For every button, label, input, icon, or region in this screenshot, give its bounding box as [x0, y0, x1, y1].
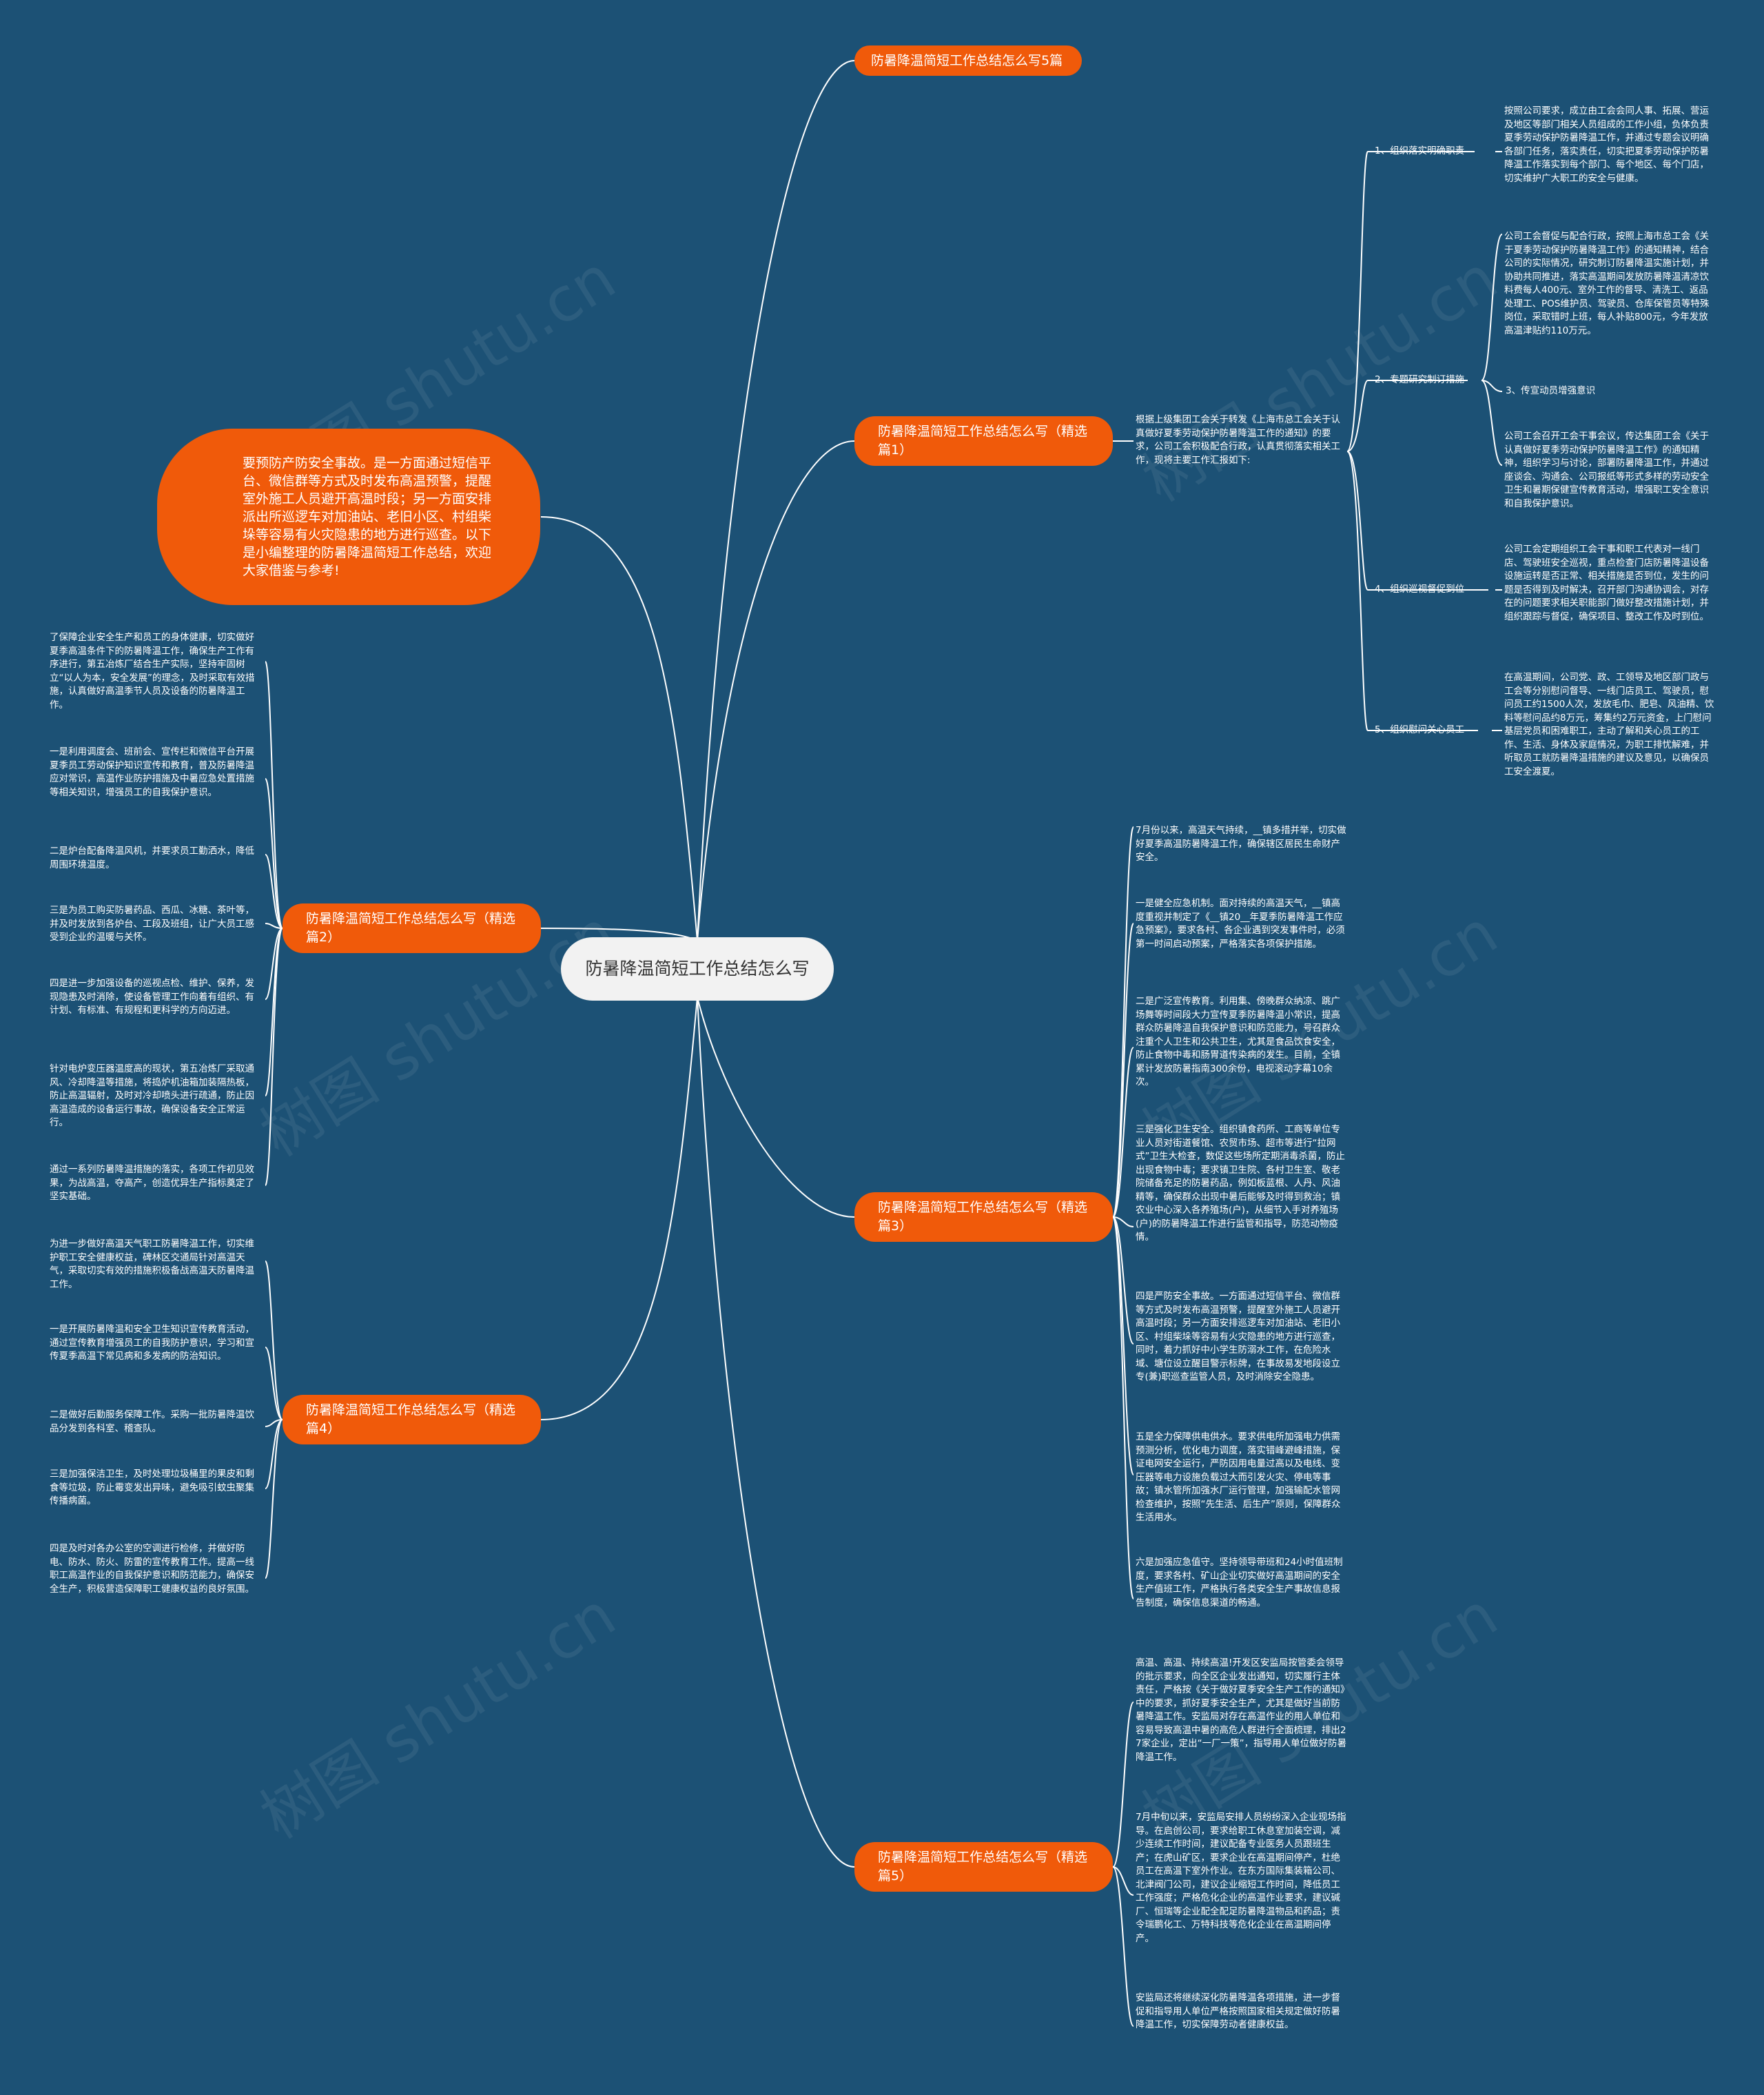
- link-center-b2: [540, 928, 698, 941]
- branch-4-label: 防暑降温简短工作总结怎么写（精选篇4）: [306, 1402, 516, 1436]
- b2-item: 四是进一步加强设备的巡视点检、维护、保养，发现隐患及时消除，使设备管理工作向着有…: [50, 978, 254, 1016]
- link-center-title: [697, 60, 855, 941]
- title-label: 防暑降温简短工作总结怎么写5篇: [871, 52, 1063, 68]
- b4-item: 一是开展防暑降温和安全卫生知识宣传教育活动，通过宣传教育增强员工的自我防护意识，…: [50, 1324, 254, 1362]
- b4-item: 四是及时对各办公室的空调进行检修，并做好防电、防水、防火、防雷的宣传教育工作。提…: [50, 1543, 254, 1595]
- b5-item: 安监局还将继续深化防暑降温各项措施，进一步督促和指导用人单位严格按照国家相关规定…: [1136, 1992, 1340, 2030]
- branch-1[interactable]: 防暑降温简短工作总结怎么写（精选篇1）: [854, 416, 1113, 466]
- b5-item: 7月中旬以来，安监局安排人员纷纷深入企业现场指导。在启创公司，要求给职工休息室加…: [1136, 1812, 1346, 1944]
- b2-item: 了保障企业安全生产和员工的身体健康，切实做好夏季高温条件下的防暑降温工作，确保生…: [50, 632, 255, 711]
- b1-sub-1-text: 按照公司要求，成立由工会会同人事、拓展、营运及地区等部门相关人员组成的工作小组，…: [1504, 105, 1709, 184]
- b2-item: 一是利用调度会、班前会、宣传栏和微信平台开展夏季员工劳动保护知识宣传和教育，普及…: [50, 746, 254, 798]
- branch-2-label: 防暑降温简短工作总结怎么写（精选篇2）: [306, 911, 516, 945]
- link-center-b1: [697, 440, 855, 941]
- b1-sub-3[interactable]: 3、传宣动员增强意识: [1506, 385, 1596, 396]
- b1-sub-4-text: 公司工会定期组织工会干事和职工代表对一线门店、驾驶班安全巡视，重点检查门店防暑降…: [1504, 544, 1709, 622]
- branch-4[interactable]: 防暑降温简短工作总结怎么写（精选篇4）: [283, 1395, 541, 1444]
- b3-item: 二是广泛宣传教育。利用集、傍晚群众纳凉、跳广场舞等时间段大力宣传夏季防暑降温小常…: [1136, 996, 1340, 1087]
- b1-sub-1[interactable]: 1、组织落实明确职责: [1375, 145, 1465, 156]
- b2-item: 二是炉台配备降温风机，并要求员工勤洒水，降低周围环境温度。: [50, 846, 254, 870]
- intro-text: 要预防产防安全事故。是一方面通过短信平台、微信群等方式及时发布高温预警，提醒室外…: [243, 456, 492, 578]
- title-node[interactable]: 防暑降温简短工作总结怎么写5篇: [854, 45, 1082, 76]
- b3-item: 三是强化卫生安全。组织镇食药所、工商等单位专业人员对街道餐馆、农贸市场、超市等进…: [1136, 1124, 1345, 1243]
- intro-bubble[interactable]: 要预防产防安全事故。是一方面通过短信平台、微信群等方式及时发布高温预警，提醒室外…: [157, 429, 540, 605]
- b1-sub-5[interactable]: 5、组织慰问关心员工: [1375, 724, 1465, 735]
- branch-1-label: 防暑降温简短工作总结怎么写（精选篇1）: [878, 424, 1088, 458]
- branch-3[interactable]: 防暑降温简短工作总结怎么写（精选篇3）: [854, 1192, 1113, 1242]
- branch-3-label: 防暑降温简短工作总结怎么写（精选篇3）: [878, 1200, 1088, 1234]
- b1-sub-2[interactable]: 2、专题研究制订措施: [1375, 374, 1465, 385]
- b2-item: 针对电炉变压器温度高的现状，第五冶炼厂采取通风、冷却降温等措施，将捣炉机油箱加装…: [50, 1063, 254, 1128]
- branch-5-label: 防暑降温简短工作总结怎么写（精选篇5）: [878, 1850, 1088, 1883]
- branch-1-intro: 根据上级集团工会关于转发《上海市总工会关于认真做好夏季劳动保护防暑降温工作的通知…: [1136, 414, 1340, 466]
- link-center-intro: [540, 516, 698, 941]
- b3-item: 一是健全应急机制。面对持续的高温天气，__镇高度重视并制定了《__镇20__年夏…: [1136, 898, 1345, 950]
- b1-sub-2-text: 公司工会督促与配合行政，按照上海市总工会《关于夏季劳动保护防暑降温工作》的通知精…: [1504, 231, 1710, 336]
- b4-item: 三是加强保洁卫生，及时处理垃圾桶里的果皮和剩食等垃圾，防止霉变发出异味，避免吸引…: [50, 1469, 254, 1506]
- b5-item: 高温、高温、持续高温!开发区安监局按管委会领导的批示要求，向全区企业发出通知，切…: [1136, 1657, 1347, 1763]
- b4-item: 二是做好后勤服务保障工作。采购一批防暑降温饮品分发到各科室、稽查队。: [50, 1409, 254, 1434]
- b3-item: 六是加强应急值守。坚持领导带班和24小时值班制度，要求各村、矿山企业切实做好高温…: [1136, 1557, 1343, 1608]
- b3-item: 四是严防安全事故。一方面通过短信平台、微信群等方式及时发布高温预警，提醒室外施工…: [1136, 1291, 1340, 1382]
- b2-item: 通过一系列防暑降温措施的落实，各项工作初见效果，为战高温，夺高产，创造优异生产指…: [50, 1164, 254, 1202]
- b2-item: 三是为员工购买防暑药品、西瓜、冰糖、茶叶等，并及时发放到各炉台、工段及班组，让广…: [50, 905, 254, 943]
- branch-2[interactable]: 防暑降温简短工作总结怎么写（精选篇2）: [283, 903, 541, 953]
- link-center-b4: [540, 997, 698, 1420]
- b4-item: 为进一步做好高温天气职工防暑降温工作，切实维护职工安全健康权益，碑林区交通局针对…: [50, 1238, 254, 1290]
- link-center-b3: [697, 997, 855, 1218]
- b1-sub-4[interactable]: 4、组织巡视督促到位: [1375, 584, 1465, 595]
- b3-item: 五是全力保障供电供水。要求供电所加强电力供需预测分析，优化电力调度，落实错峰避峰…: [1136, 1431, 1341, 1523]
- b1-sub-5-text: 在高温期间，公司党、政、工领导及地区部门政与工会等分别慰问督导、一线门店员工、驾…: [1504, 672, 1714, 777]
- b3-item: 7月份以来，高温天气持续，__镇多措并举，切实做好夏季高温防暑降温工作，确保辖区…: [1136, 825, 1346, 863]
- link-center-b5: [697, 997, 855, 1868]
- branch-5[interactable]: 防暑降温简短工作总结怎么写（精选篇5）: [854, 1842, 1113, 1892]
- b1-sub-3-text: 公司工会召开工会干事会议，传达集团工会《关于认真做好夏季劳动保护防暑降温工作》的…: [1504, 431, 1709, 509]
- center-topic[interactable]: 防暑降温简短工作总结怎么写: [561, 937, 834, 1001]
